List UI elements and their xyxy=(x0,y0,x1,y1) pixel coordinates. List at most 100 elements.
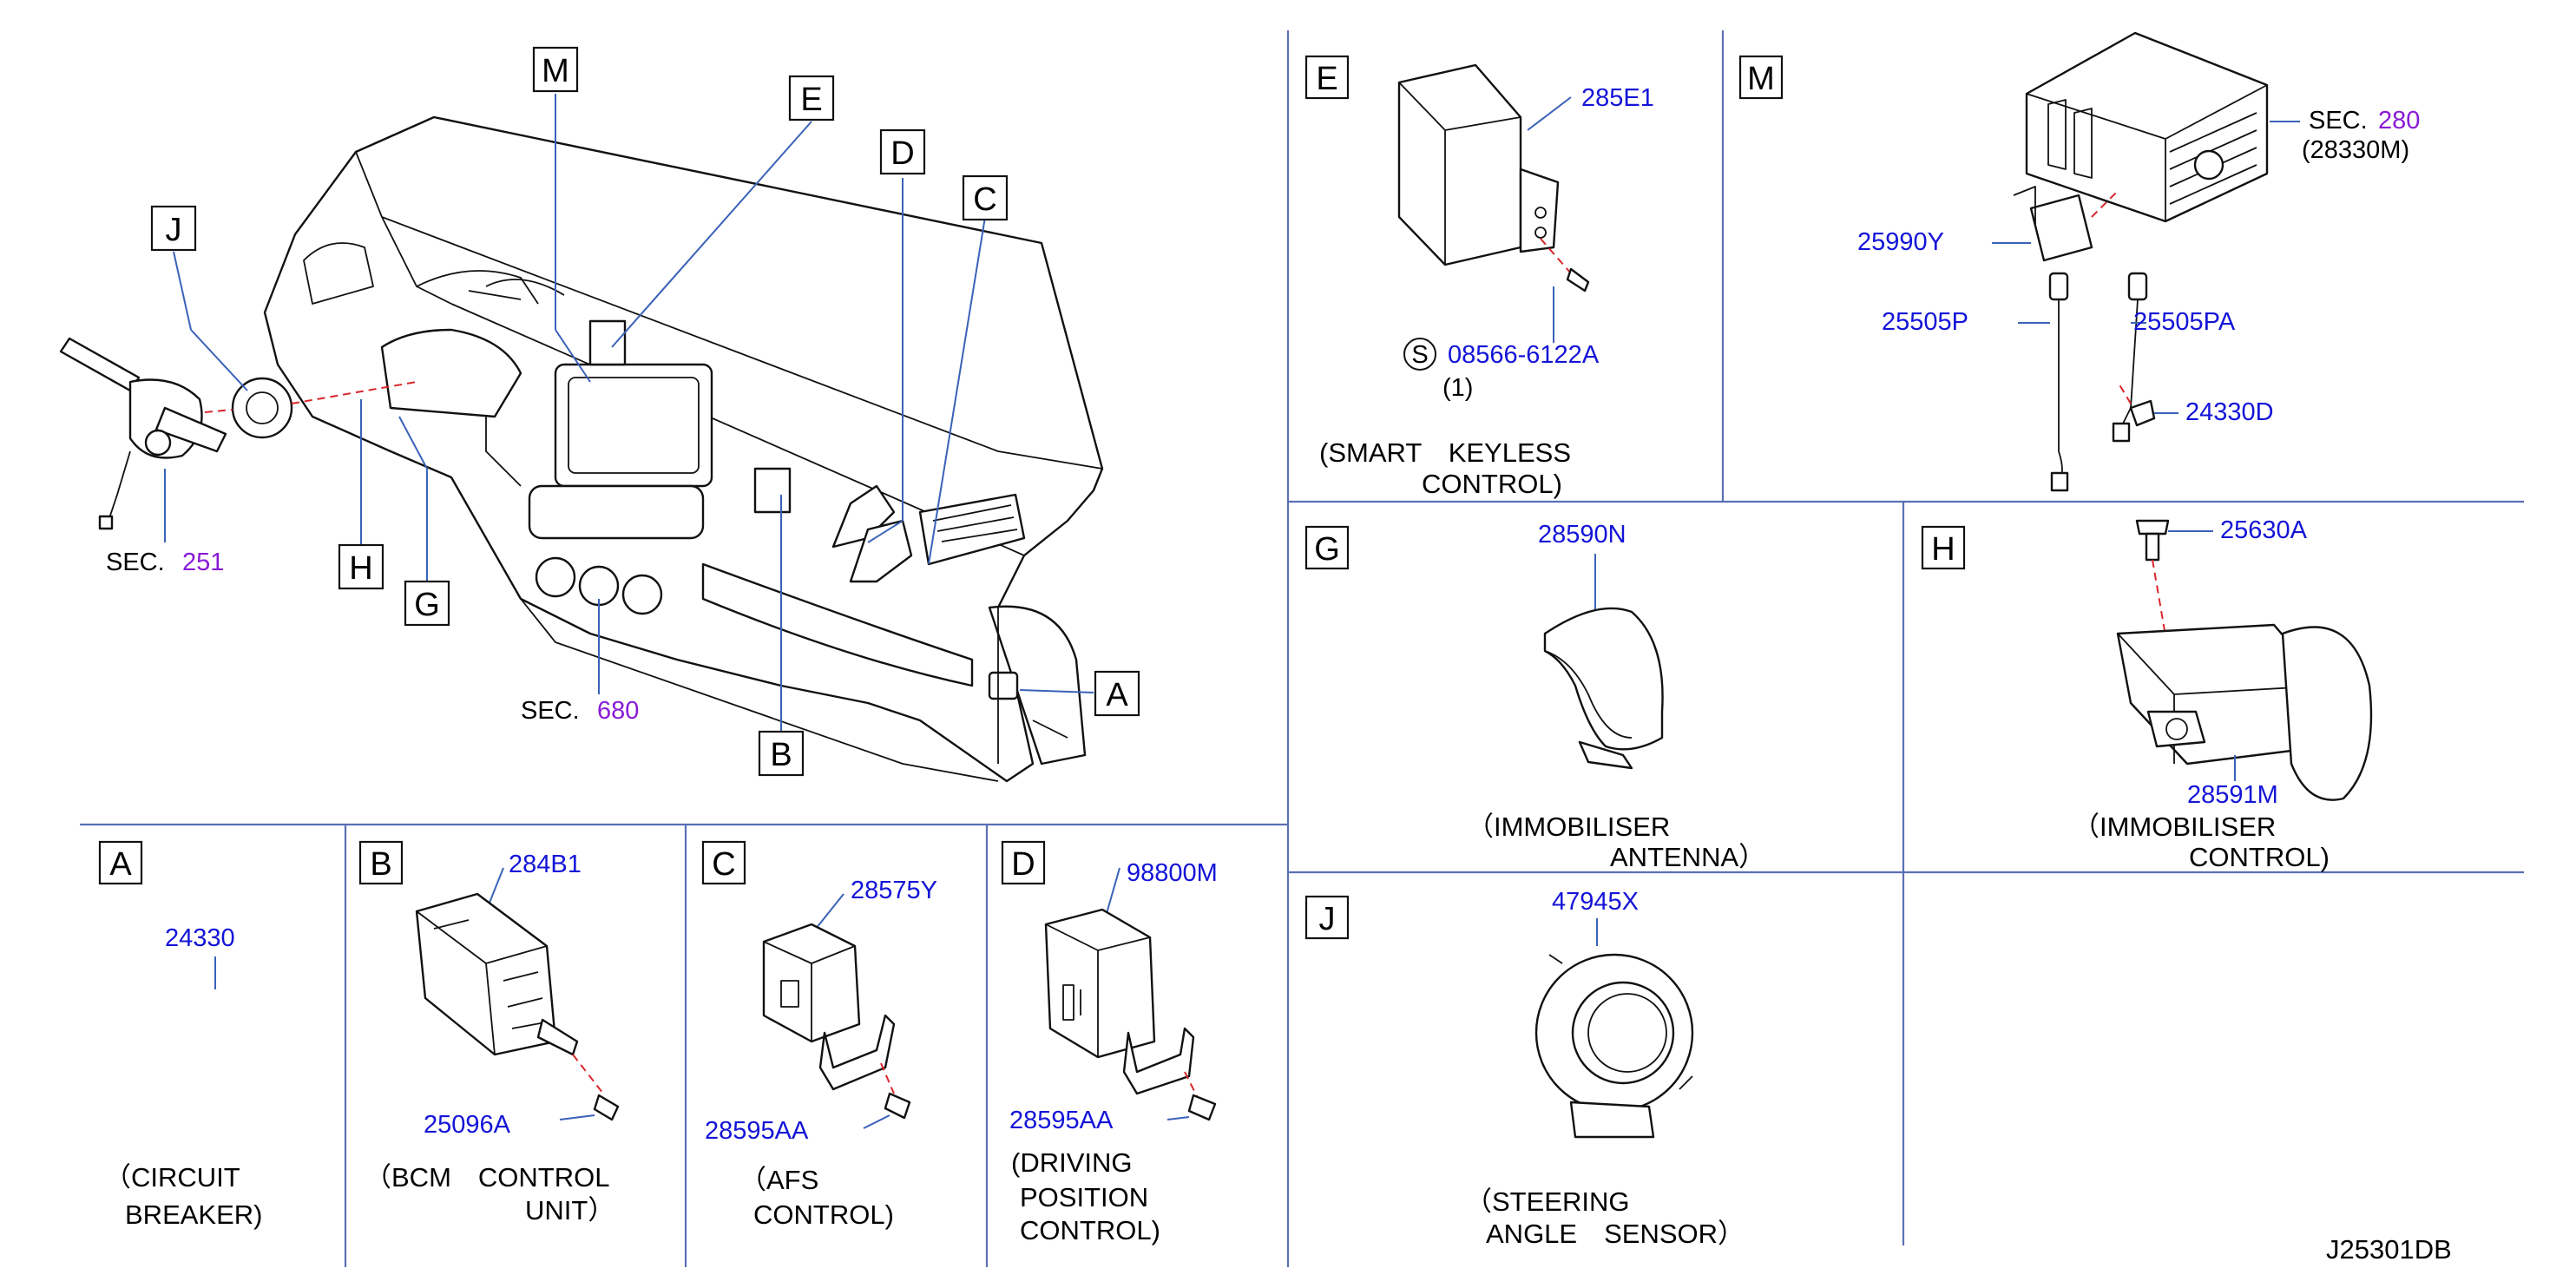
callout-D[interactable]: D xyxy=(879,128,926,175)
panel-B: B 284B1 25096A （BCM CONTROL UNIT） xyxy=(358,840,620,1226)
sec-680-label[interactable]: SEC. 680 xyxy=(521,697,639,725)
svg-text:A: A xyxy=(1106,677,1128,713)
sec-280-prefix[interactable]: SEC. xyxy=(2309,107,2368,135)
screw-28595AA-D-illustration xyxy=(1187,1094,1217,1121)
callout-H[interactable]: H xyxy=(338,543,384,590)
part-number-24330D[interactable]: 24330D xyxy=(2185,398,2274,426)
panel-letter-box-J xyxy=(1304,895,1350,940)
caption-C-line2: CONTROL) xyxy=(753,1199,894,1230)
svg-text:C: C xyxy=(973,181,996,218)
immobiliser-antenna-illustration xyxy=(1543,607,1664,751)
svg-text:G: G xyxy=(414,587,440,623)
part-number-25990Y[interactable]: 25990Y xyxy=(1857,228,1944,256)
svg-text:680: 680 xyxy=(597,697,639,725)
caption-D-line1: (DRIVING xyxy=(1011,1147,1133,1178)
panel-J: J 47945X （STEERING ANGLE SENSOR） xyxy=(1304,888,1745,1249)
caption-D-line2: POSITION xyxy=(1020,1182,1148,1212)
caption-B-line1: （BCM CONTROL xyxy=(365,1162,609,1193)
screw-25096A-illustration xyxy=(593,1094,620,1121)
panel-letter-D: D xyxy=(1011,846,1035,883)
part-number-08566-6122A[interactable]: 08566-6122A xyxy=(1448,341,1600,369)
bracket-25990Y-illustration xyxy=(2029,194,2093,262)
sec-280-number[interactable]: 280 xyxy=(2378,107,2420,135)
quantity-label: (1) xyxy=(1442,374,1473,402)
part-number-25505P[interactable]: 25505P xyxy=(1882,308,1968,336)
panel-letter-C: C xyxy=(712,846,735,883)
part-number-25096A[interactable]: 25096A xyxy=(424,1111,511,1139)
panel-letter-M: M xyxy=(1747,61,1775,97)
svg-text:E: E xyxy=(800,82,822,118)
bolt-symbol: S xyxy=(1411,341,1428,369)
panel-letter-box-H xyxy=(1921,525,1966,570)
panel-grid xyxy=(80,30,2524,1267)
part-number-28595AA-C[interactable]: 28595AA xyxy=(705,1117,809,1145)
sec-280-subpart[interactable]: (28330M) xyxy=(2302,136,2409,164)
audio-unit-illustration xyxy=(2025,31,2269,223)
panel-C: C 28575Y 28595AA （AFS CONTROL) xyxy=(701,840,937,1230)
svg-text:M: M xyxy=(542,53,569,89)
caption-J-line1: （STEERING xyxy=(1465,1186,1629,1217)
drawing-id: J25301DB xyxy=(2326,1234,2452,1265)
bcm-unit-illustration xyxy=(415,892,557,1056)
panel-letter-E: E xyxy=(1316,61,1337,97)
callout-B[interactable]: B xyxy=(758,730,805,777)
part-number-284B1[interactable]: 284B1 xyxy=(509,851,582,878)
part-number-25630A[interactable]: 25630A xyxy=(2220,516,2308,544)
panel-letter-box-E xyxy=(1304,55,1350,100)
svg-text:D: D xyxy=(890,135,914,172)
caption-H-line2: CONTROL) xyxy=(2189,842,2330,872)
panel-letter-B: B xyxy=(370,846,391,883)
combination-switch-illustration xyxy=(59,337,417,530)
panel-D: D 98800M 28595AA (DRIVING POSITION CONTR… xyxy=(1001,840,1218,1245)
svg-text:B: B xyxy=(770,737,792,773)
part-number-98800M[interactable]: 98800M xyxy=(1127,859,1218,887)
callout-E[interactable]: E xyxy=(788,75,835,122)
panel-letter-A: A xyxy=(109,846,132,883)
part-number-24330[interactable]: 24330 xyxy=(165,924,235,952)
panel-letter-G: G xyxy=(1314,531,1340,568)
part-number-28591M[interactable]: 28591M xyxy=(2187,781,2278,809)
panel-G: G 28590N （IMMOBILISER ANTENNA） xyxy=(1304,521,1765,872)
callout-J[interactable]: J xyxy=(150,205,197,252)
callout-G[interactable]: G xyxy=(404,580,450,627)
part-number-28575Y[interactable]: 28575Y xyxy=(851,877,937,904)
caption-G-line2: ANTENNA） xyxy=(1610,842,1765,872)
panel-letter-box-B xyxy=(358,840,404,885)
part-number-285E1[interactable]: 285E1 xyxy=(1581,84,1654,112)
panel-letter-box-C xyxy=(701,840,746,885)
caption-A-line2: BREAKER) xyxy=(125,1199,262,1230)
overview-leaders xyxy=(164,94,1094,733)
screw-illustration xyxy=(1566,267,1590,292)
panel-letter-J: J xyxy=(1319,901,1336,937)
panel-A: A 24330 （CIRCUIT BREAKER) xyxy=(98,840,262,1230)
svg-text:251: 251 xyxy=(182,549,224,576)
screw-25630A-illustration xyxy=(2135,519,2170,536)
sec-251-label[interactable]: SEC. 251 xyxy=(106,549,224,576)
panel-letter-box-D xyxy=(1001,840,1046,885)
panel-letter-box-G xyxy=(1304,525,1350,570)
part-number-47945X[interactable]: 47945X xyxy=(1552,888,1639,916)
caption-E-line1: (SMART KEYLESS xyxy=(1319,437,1571,468)
instrument-panel-illustration xyxy=(263,115,1104,783)
callout-A[interactable]: A xyxy=(1094,670,1140,717)
part-number-28590N[interactable]: 28590N xyxy=(1538,521,1626,549)
caption-B-line2: UNIT） xyxy=(525,1195,614,1226)
panel-letter-box-M xyxy=(1738,55,1784,100)
callout-M[interactable]: M xyxy=(532,46,579,93)
panel-letter-box-A xyxy=(98,840,143,885)
caption-H-line1: （IMMOBILISER xyxy=(2073,812,2276,842)
smart-keyless-unit-illustration xyxy=(1397,63,1522,266)
panel-E: E 285E1 S 08566-6122A (1) (SMART KEYLESS… xyxy=(1304,55,1654,499)
svg-text:SEC.: SEC. xyxy=(106,549,165,576)
caption-E-line2: CONTROL) xyxy=(1422,469,1562,499)
caption-A-line1: （CIRCUIT xyxy=(104,1162,240,1193)
caption-J-line2: ANGLE SENSOR） xyxy=(1486,1219,1745,1249)
svg-text:SEC.: SEC. xyxy=(521,697,580,725)
svg-text:H: H xyxy=(349,550,372,587)
panel-letter-H: H xyxy=(1931,531,1955,568)
part-number-25505PA[interactable]: 25505PA xyxy=(2133,308,2236,336)
screw-28595AA-C-illustration xyxy=(884,1092,911,1120)
part-number-28595AA-D[interactable]: 28595AA xyxy=(1009,1107,1114,1134)
callout-C[interactable]: C xyxy=(962,174,1009,221)
